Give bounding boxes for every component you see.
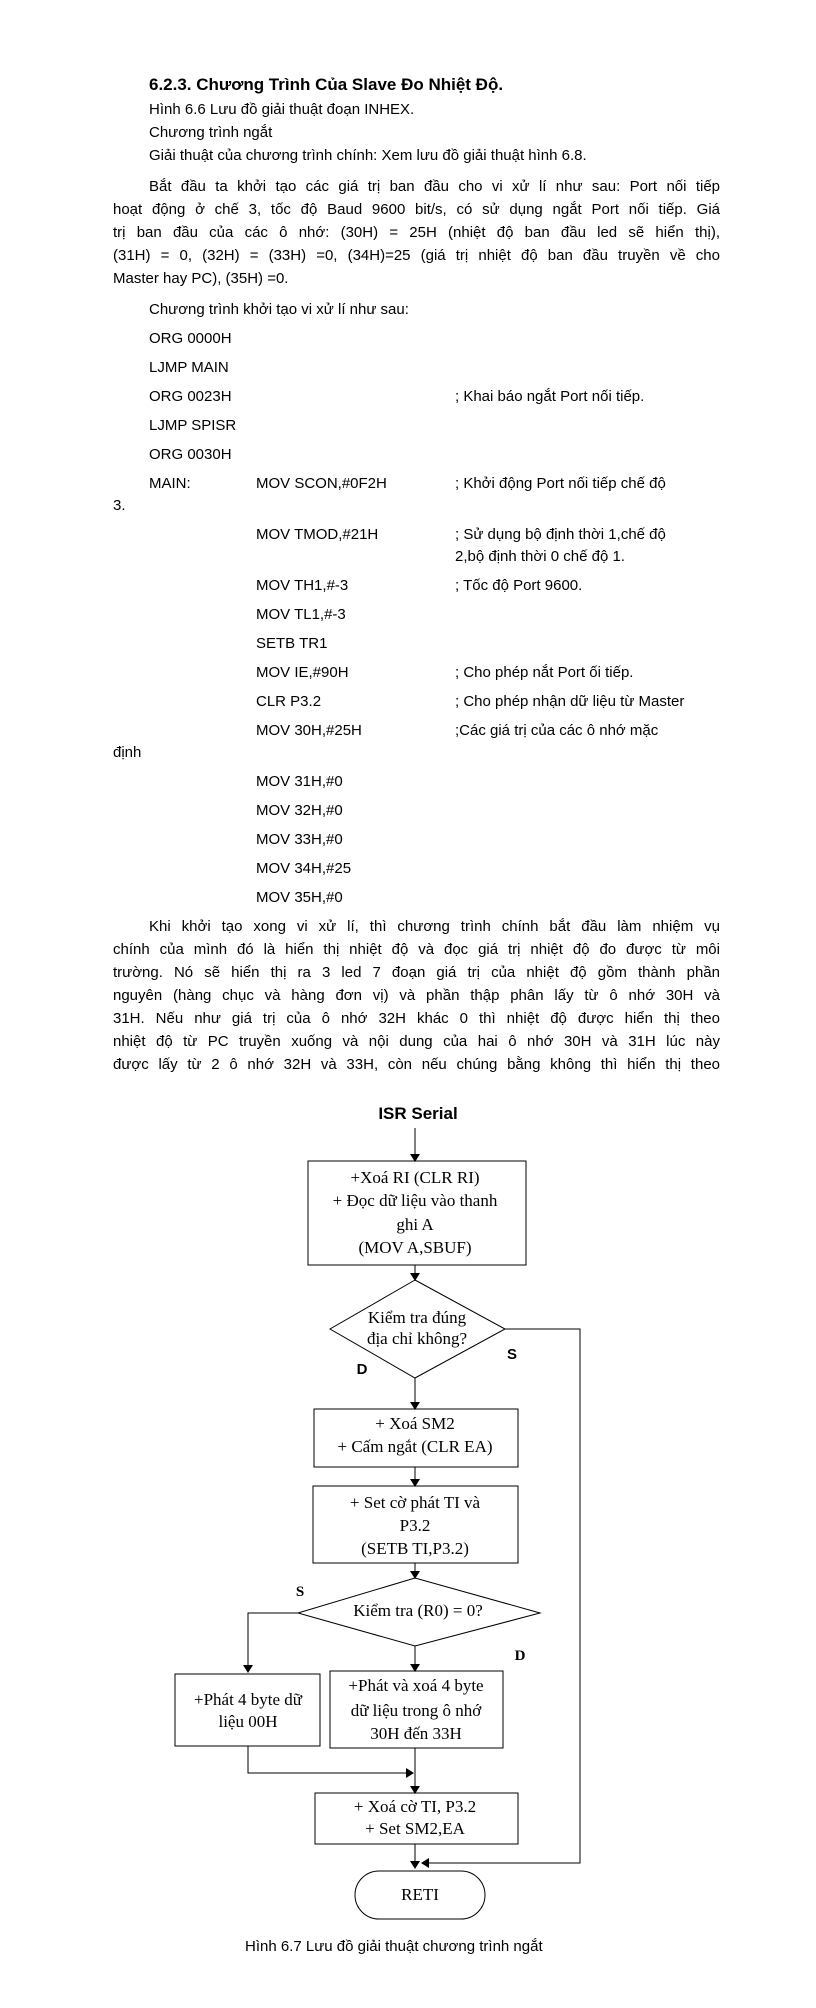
code-comment: ; Tốc độ Port 9600. [455, 577, 583, 594]
para1-line: Master hay PC), (35H) =0. [113, 270, 289, 287]
code-line: CLR P3.2 [256, 693, 322, 710]
code-comment: ; Khởi động Port nối tiếp chế độ [455, 475, 666, 492]
decision1-line: Kiểm tra đúng [367, 1308, 467, 1327]
box5-line: dữ liệu trong ô nhớ [350, 1701, 482, 1720]
code-comment: 2,bộ định thời 0 chế độ 1. [455, 548, 625, 565]
box6-line: + Xoá cờ TI, P3.2 [353, 1797, 477, 1816]
decision1-yes-label: D [356, 1361, 368, 1378]
decision1-no-label: S [506, 1346, 518, 1363]
para2-line: được lấy từ 2 ô nhớ 32H và 33H, còn nếu … [113, 1056, 720, 1073]
code-comment: ; Cho phép nắt Port ối tiếp. [455, 664, 634, 681]
box1-line: + Đọc dữ liệu vào thanh [332, 1191, 498, 1210]
code-label: MAIN: [149, 475, 191, 492]
decision2-text: Kiểm tra (R0) = 0? [353, 1601, 483, 1620]
box3-line: + Set cờ phát TI và [349, 1493, 481, 1512]
box1-line: ghi A [396, 1215, 434, 1234]
box5-line: +Phát và xoá 4 byte [348, 1676, 484, 1695]
code-line: ORG 0000H [149, 330, 232, 347]
code-line: MOV 35H,#0 [256, 889, 343, 906]
init-title: Chương trình khởi tạo vi xử lí như sau: [149, 301, 409, 318]
para2-line: trường. Nó sẽ hiển thị ra 3 led 7 đoạn g… [113, 964, 720, 981]
box2-line: + Cấm ngắt (CLR EA) [337, 1437, 493, 1456]
para2-line: nhiệt độ từ PC truyền xuống và nội dung … [113, 1033, 720, 1050]
code-comment: ; Cho phép nhận dữ liệu từ Master [455, 693, 685, 710]
code-comment: 3. [113, 497, 126, 514]
decision2-yes-label: D [514, 1648, 526, 1664]
box4-line: liệu 00H [218, 1712, 278, 1731]
flow-arrow [247, 1746, 414, 1778]
code-line: MOV TH1,#-3 [256, 577, 349, 594]
code-line: ORG 0023H [149, 388, 232, 405]
box4-line: +Phát 4 byte dữ [193, 1690, 303, 1709]
box5-line: 30H đến 33H [370, 1724, 462, 1743]
flowchart-title: ISR Serial [378, 1104, 458, 1123]
section-heading: 6.2.3. Chương Trình Của Slave Đo Nhiệt Đ… [149, 75, 504, 94]
terminal-text: RETI [401, 1885, 439, 1904]
para2-line: nguyên (hàng chục và hàng đơn vị) và phầ… [113, 987, 720, 1004]
box3-line: P3.2 [399, 1516, 431, 1535]
intro-text: Giải thuật của chương trình chính: Xem l… [149, 147, 587, 164]
code-line: MOV SCON,#0F2H [256, 475, 387, 492]
code-line: MOV 32H,#0 [256, 802, 343, 819]
process-box-4 [174, 1673, 321, 1747]
code-comment: ;Các giá trị của các ô nhớ mặc [455, 722, 659, 739]
code-line: MOV IE,#90H [256, 664, 349, 681]
overlay-caption: Hình 6.6 Lưu đồ giải thuật đoạn INHEX. [149, 101, 415, 118]
flowchart-region: ISR Serial +Xoá RI (CLR RI) + Đọc dữ liệ… [0, 1098, 816, 1968]
box1-line: (MOV A,SBUF) [358, 1238, 472, 1257]
decision1-line: địa chỉ không? [366, 1329, 468, 1348]
code-line: MOV 30H,#25H [256, 722, 362, 739]
para2-line: Khi khởi tạo xong vi xử lí, thì chương t… [149, 918, 720, 935]
code-line: SETB TR1 [256, 635, 328, 652]
flow-arrow [243, 1612, 298, 1673]
code-comment: ; Khai báo ngắt Port nối tiếp. [455, 388, 645, 405]
code-comment: ; Sử dụng bộ định thời 1,chế độ [455, 526, 666, 543]
code-line: MOV TL1,#-3 [256, 606, 346, 623]
box3-line: (SETB TI,P3.2) [361, 1539, 469, 1558]
para1-line: Bắt đầu ta khởi tạo các giá trị ban đầu … [149, 178, 720, 195]
code-line: LJMP MAIN [149, 359, 229, 376]
code-line: MOV TMOD,#21H [256, 526, 379, 543]
code-line: ORG 0030H [149, 446, 232, 463]
para2-line: chính của mình đó là hiển thị nhiệt độ v… [113, 941, 720, 958]
code-line: MOV 33H,#0 [256, 831, 343, 848]
figure-caption: Hình 6.7 Lưu đồ giải thuật chương trình … [245, 1938, 543, 1955]
decision2-no-label: S [295, 1584, 305, 1600]
box1-line: +Xoá RI (CLR RI) [350, 1168, 480, 1187]
box2-line: + Xoá SM2 [375, 1414, 455, 1433]
para1-line: trị ban đầu của các ô nhớ: (30H) = 25H (… [113, 224, 720, 241]
para1-line: hoạt động ở chế 3, tốc độ Baud 9600 bit/… [113, 201, 720, 218]
para2-line: 31H. Nếu như giá trị của ô nhớ 32H khác … [113, 1010, 720, 1027]
code-comment: định [113, 744, 142, 761]
code-line: MOV 34H,#25 [256, 860, 352, 877]
para1-line: (31H) = 0, (32H) = (33H) =0, (34H)=25 (g… [113, 247, 720, 264]
box6-line: + Set SM2,EA [365, 1819, 465, 1838]
overlay-label: Chương trình ngắt [149, 124, 273, 141]
code-line: LJMP SPISR [149, 417, 237, 434]
code-line: MOV 31H,#0 [256, 773, 343, 790]
